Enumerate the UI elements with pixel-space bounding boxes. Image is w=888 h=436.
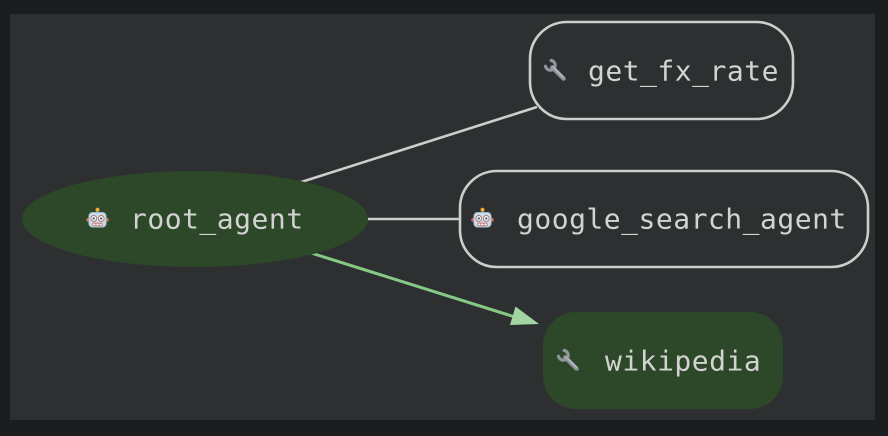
node-label: wikipedia	[605, 345, 761, 378]
node-shape	[543, 312, 783, 409]
node-label: google_search_agent	[517, 203, 847, 237]
edge-arrowhead-icon	[510, 306, 539, 325]
edge-root-to-wikipedia	[291, 245, 516, 319]
node-get-fx-rate[interactable]: get_fx_rate	[528, 20, 795, 121]
node-root-agent[interactable]: root_agent	[22, 171, 368, 267]
agent-graph-canvas[interactable]: root_agent get_fx_rate google_search_age…	[10, 14, 875, 420]
robot-icon	[471, 207, 494, 228]
node-label: get_fx_rate	[588, 55, 779, 89]
node-shape	[458, 169, 870, 269]
node-shape	[22, 171, 368, 267]
wrench-icon	[545, 60, 563, 78]
node-shape	[528, 20, 795, 121]
node-google-search-agent[interactable]: google_search_agent	[458, 169, 870, 269]
node-wikipedia[interactable]: wikipedia	[543, 312, 783, 409]
node-label: root_agent	[130, 203, 304, 237]
graph-panel: root_agent get_fx_rate google_search_age…	[10, 14, 875, 420]
edge-root-to-get-fx-rate	[294, 105, 538, 186]
